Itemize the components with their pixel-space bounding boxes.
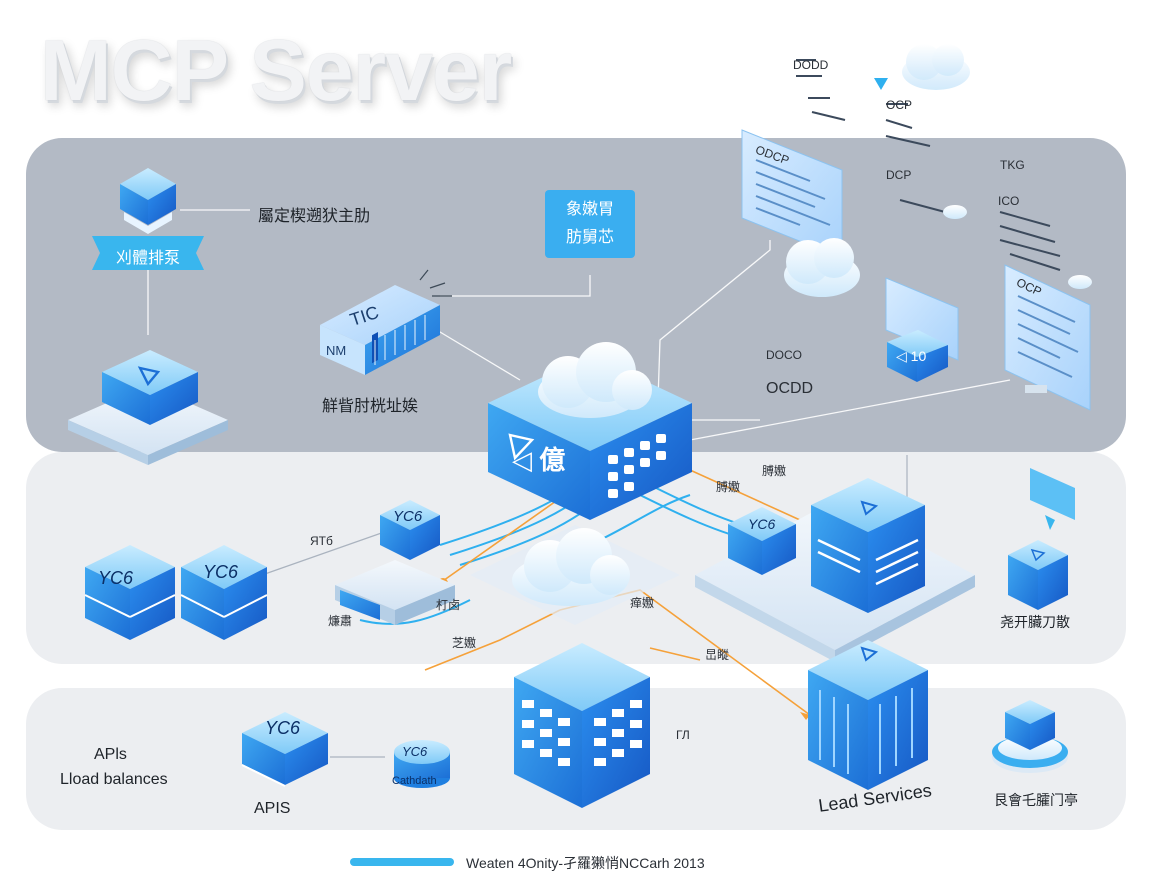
gateway-box-icon — [320, 269, 452, 375]
bottom-node-caption: APIS — [254, 800, 291, 817]
database-label: YC6 — [402, 744, 428, 759]
marker-triangle-icon — [874, 78, 888, 90]
panel-text-6: ICO — [998, 194, 1020, 208]
bottom-left-label-2: Lload balances — [60, 771, 168, 788]
lower-tag: ГЛ — [676, 728, 690, 742]
floating-panel-icon-2 — [1004, 264, 1091, 411]
panel-text-9: OCDD — [766, 380, 814, 397]
ribbon-banner — [92, 236, 204, 270]
mid-left-tag: ЯТб — [310, 534, 333, 548]
right-platform-icon — [695, 478, 975, 662]
sky-cloud-icon — [902, 44, 970, 90]
gateway-badge: NM — [326, 343, 347, 358]
lead-services-server-icon — [808, 640, 928, 790]
cloud-icon — [538, 342, 652, 418]
bottom-node-cube-icon — [241, 712, 328, 787]
top-left-stack-icon — [120, 168, 176, 234]
top-left-label: 屬定楔遡犾主肋 — [258, 208, 371, 225]
tag-box-line2: 肪舅芯 — [565, 229, 614, 246]
ribbon-label: 刈體排泵 — [116, 250, 181, 267]
mid-left-stack-tag: 燫肅 — [328, 614, 353, 628]
database-base-label: Cathdath — [392, 775, 437, 787]
footer-bar — [350, 858, 454, 866]
tiny-cloud-icon — [943, 205, 1092, 289]
floating-panel-icon-1 — [741, 129, 843, 259]
left-node-label-1: YC6 — [98, 568, 134, 588]
panel-text-5: TKG — [1000, 158, 1025, 172]
bottom-node-label: YC6 — [265, 718, 301, 738]
core-server-text: ◁ 億 — [512, 445, 566, 475]
bottom-right-label: 艮會乇臛门亭 — [994, 792, 1078, 808]
mid-left-stack-icon — [335, 500, 455, 625]
mid-small-node-label: YC6 — [393, 508, 423, 525]
floating-panel-icon-3 — [885, 277, 959, 382]
cloud-icon-right — [784, 238, 860, 297]
bottom-left-label-1: APls — [94, 746, 127, 763]
right-side-cube-icon — [1008, 540, 1068, 610]
gateway-label: 觧眥肘桄址娭 — [322, 398, 419, 415]
panel-text-8: DOCO — [766, 348, 802, 362]
orange-tag-2: 旵瞛 — [705, 648, 730, 662]
mid-cloud-tag-right: 朾卤 — [436, 598, 461, 612]
panel-text-1: DODD — [793, 58, 829, 72]
orange-tag-1: 芝嫐 — [452, 636, 477, 650]
mid-cloud-tag-left: 瘅嫐 — [630, 596, 655, 610]
right-small-tag-a: 膊嫐 — [716, 480, 741, 494]
right-monitor-label: 尧开臟刀散 — [1000, 614, 1070, 630]
panel-text-2: OCP — [886, 98, 913, 112]
left-node-cube-icon-2 — [180, 545, 268, 640]
right-small-node-label: YC6 — [748, 516, 776, 532]
tag-box-line1: 象嫩胃 — [565, 201, 614, 218]
connector-lines — [147, 209, 1011, 441]
top-left-platform-icon — [68, 350, 228, 465]
left-node-label-2: YC6 — [203, 562, 239, 582]
page-title: MCP Server — [40, 23, 512, 119]
panel-cube-text: ◁ 10 — [896, 348, 927, 364]
monitor-stand — [1025, 385, 1047, 393]
right-small-tag-b: 膊嫐 — [762, 464, 787, 478]
doc-line-decor — [796, 59, 1061, 271]
monitor-icon — [1030, 468, 1075, 530]
panel-text-4: DCP — [886, 168, 912, 182]
pedestal-cube-icon — [992, 700, 1068, 773]
datacenter-building-icon — [514, 643, 650, 808]
left-node-cube-icon-1 — [84, 545, 176, 640]
database-cylinder-icon — [394, 740, 450, 788]
footer-text: Weaten 4Onity-孑羅獭悄NCCarh 2013 — [466, 855, 705, 871]
mid-cloud-icon — [470, 525, 680, 625]
tag-box: 象嫩胃 肪舅芯 — [545, 190, 635, 258]
